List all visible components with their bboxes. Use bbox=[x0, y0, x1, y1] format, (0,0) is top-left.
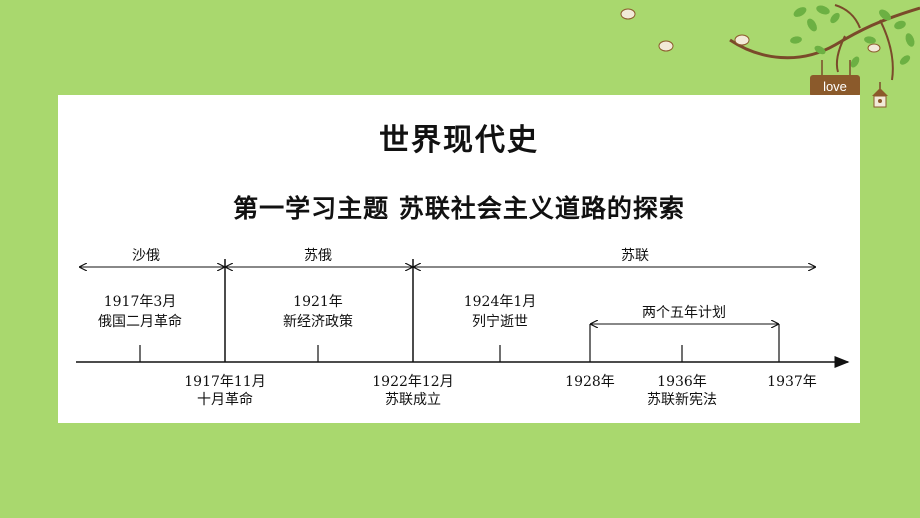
event-date: 1917年3月 bbox=[104, 294, 177, 310]
event-date: 1921年 bbox=[293, 294, 343, 310]
leaf-icon bbox=[790, 5, 915, 68]
timeline-diagram: 沙俄 苏俄 苏联 两个五年计划 1917年3月 俄国二月革命 1921年 新经济… bbox=[76, 248, 850, 408]
event-name: 十月革命 bbox=[197, 391, 253, 408]
event-date: 1936年 bbox=[657, 374, 707, 390]
event-name: 苏联新宪法 bbox=[647, 391, 717, 408]
period-label: 苏联 bbox=[621, 248, 649, 264]
bird-icon bbox=[620, 8, 881, 53]
love-badge-text: love bbox=[823, 79, 847, 94]
birdhouse-icon bbox=[872, 82, 888, 108]
event-name: 列宁逝世 bbox=[472, 313, 528, 330]
plan-label: 两个五年计划 bbox=[642, 305, 726, 321]
event-date: 1937年 bbox=[767, 374, 817, 390]
event-date: 1928年 bbox=[565, 374, 615, 390]
event-name: 新经济政策 bbox=[283, 313, 353, 330]
page-title: 世界现代史 bbox=[379, 123, 539, 158]
event-date: 1917年11月 bbox=[184, 374, 265, 390]
love-badge bbox=[810, 75, 860, 97]
page-subtitle: 第一学习主题 苏联社会主义道路的探索 bbox=[233, 194, 685, 223]
event-name: 苏联成立 bbox=[385, 392, 441, 408]
period-label: 沙俄 bbox=[132, 248, 160, 264]
event-date: 1922年12月 bbox=[372, 374, 453, 390]
content-card: 世界现代史 第一学习主题 苏联社会主义道路的探索 沙俄 苏俄 苏联 bbox=[58, 95, 860, 423]
event-name: 俄国二月革命 bbox=[98, 313, 182, 330]
period-label: 苏俄 bbox=[304, 248, 332, 264]
event-date: 1924年1月 bbox=[464, 294, 537, 310]
